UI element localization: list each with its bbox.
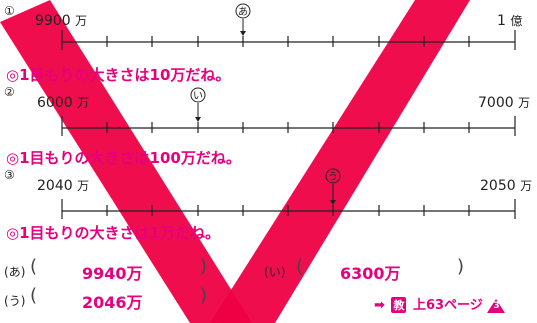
problem-3-note: ◎1目もりの大きさは1万だね。	[6, 224, 220, 242]
problem-2-note: ◎1目もりの大きさは100万だね。	[6, 149, 241, 167]
answer-a-label: (あ)	[4, 265, 26, 279]
answer-u-label: (う)	[4, 294, 26, 308]
answer-u-value: 2046万	[82, 293, 143, 312]
problem-2-left-label: 6000 万	[37, 95, 90, 111]
problem-1-arrow-label: あ	[238, 7, 248, 18]
answer-i-label: (い)	[264, 265, 286, 279]
answer-u-close-paren: )	[200, 285, 208, 306]
answer-a-value: 9940万	[82, 264, 143, 283]
problem-2-right-label: 7000 万	[478, 95, 531, 111]
number-line-1	[61, 3, 516, 50]
answer-i-close-paren: )	[457, 256, 465, 277]
problem-2-arrow-label: い	[193, 91, 203, 102]
problem-1-left-label: 9900 万	[35, 13, 88, 29]
textbook-reference: ➡ 教 上63ページ 3	[374, 294, 506, 313]
problem-1-note: ◎1目もりの大きさは10万だね。	[6, 66, 231, 84]
problem-1-right-label: 1 億	[497, 13, 523, 29]
reference-text: 上63ページ	[412, 298, 483, 313]
problem-3-arrow-label: う	[328, 172, 338, 183]
answer-u-open-paren: (	[30, 285, 38, 306]
answer-i-open-paren: (	[296, 256, 304, 277]
number-line-2	[61, 87, 516, 136]
number-line-3	[61, 168, 516, 219]
problem-2-marker: ②	[4, 85, 15, 99]
answer-i-value: 6300万	[340, 264, 401, 283]
triangle-badge-icon: 3	[487, 298, 506, 313]
reference-badge-number: 3	[493, 300, 500, 311]
problem-3-left-label: 2040 万	[37, 178, 90, 194]
answer-a-close-paren: )	[200, 256, 208, 277]
answer-a-open-paren: (	[30, 256, 38, 277]
problem-3-marker: ③	[4, 168, 15, 182]
textbook-icon: 教	[391, 297, 407, 313]
problem-3-right-label: 2050 万	[480, 178, 533, 194]
right-arrow-icon: ➡	[374, 298, 385, 313]
problem-1-marker: ①	[4, 4, 15, 18]
